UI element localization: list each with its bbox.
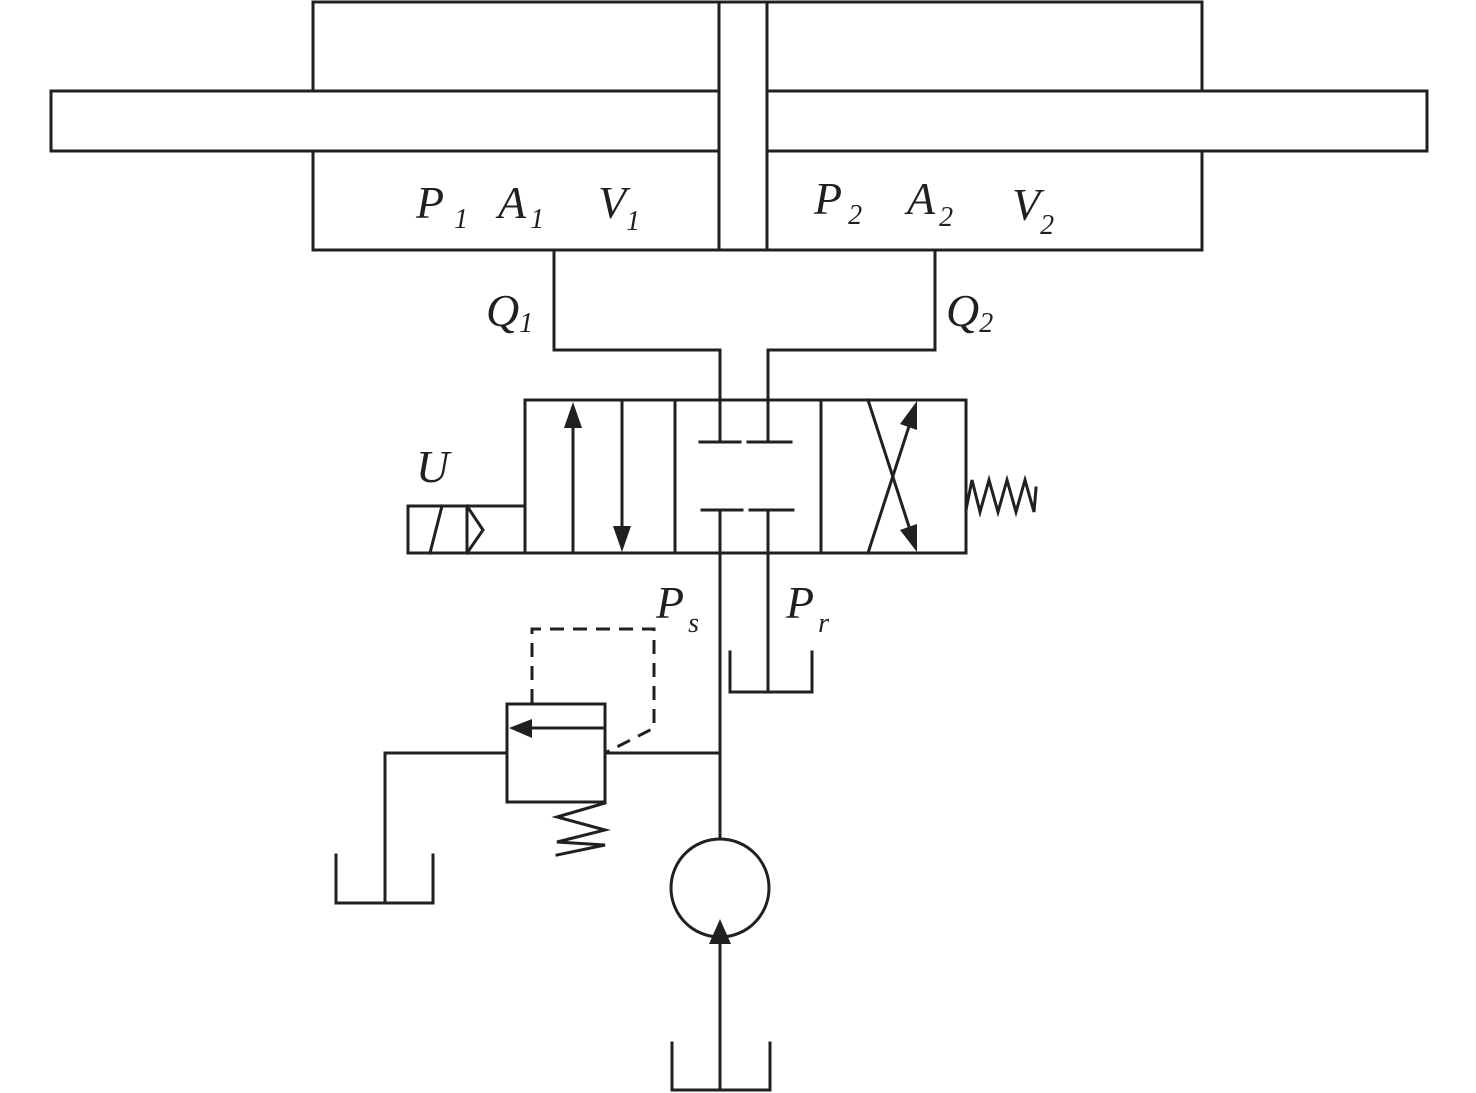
diagram-stroke: r xyxy=(818,608,829,639)
diagram-stroke: P xyxy=(415,177,444,228)
diagram-stroke: s xyxy=(688,608,699,639)
pump xyxy=(669,837,772,1092)
diagram-stroke: A xyxy=(495,177,527,228)
label-q1: Q1 xyxy=(486,285,533,339)
relief-spring-icon xyxy=(551,801,611,857)
arrow-up-icon xyxy=(564,402,582,428)
pump-arrow-icon xyxy=(709,919,731,944)
cross-arrow-up-icon xyxy=(900,401,917,430)
diagram-stroke xyxy=(51,91,1427,151)
rod-right-end xyxy=(1200,89,1429,153)
diagram-stroke: 2 xyxy=(979,308,993,339)
diagram-stroke: Q xyxy=(486,285,519,336)
diagram-stroke: 2 xyxy=(848,200,862,231)
rod-left-end xyxy=(49,89,315,153)
diagram-stroke: 1 xyxy=(626,206,640,237)
cross-arrow-down-icon xyxy=(900,524,917,552)
diagram-stroke: V xyxy=(598,177,631,228)
diagram-stroke xyxy=(383,751,509,905)
label-v2: V2 xyxy=(1012,179,1054,241)
arrow-down-icon xyxy=(613,526,631,552)
diagram-stroke: P xyxy=(813,173,842,224)
diagram-stroke: 1 xyxy=(454,204,468,235)
spring-icon xyxy=(964,474,1038,518)
diagram-stroke: Q xyxy=(946,285,979,336)
diagram-stroke: P xyxy=(655,577,684,628)
valve-body xyxy=(523,398,968,555)
relief-valve xyxy=(334,627,722,905)
label-q2: Q2 xyxy=(946,285,993,339)
label-u: U xyxy=(416,441,452,492)
label-v1: V1 xyxy=(598,177,640,237)
diagram-stroke: 2 xyxy=(939,202,953,233)
relief-tank-icon xyxy=(334,853,435,905)
pipe-q1 xyxy=(552,248,722,402)
diagram-stroke: V xyxy=(1012,179,1045,230)
diagram-stroke: 2 xyxy=(1040,210,1054,241)
diagram-stroke: 1 xyxy=(530,204,544,235)
return-tank-icon xyxy=(728,650,814,694)
hydraulic-cylinder xyxy=(49,0,1429,252)
diagram-stroke: P xyxy=(785,577,814,628)
servo-valve xyxy=(406,398,1038,556)
pipe-q2 xyxy=(766,248,937,402)
relief-arrow-icon xyxy=(509,719,532,738)
pump-tank-icon xyxy=(670,1041,772,1092)
diagram-stroke xyxy=(428,504,444,555)
diagram-stroke xyxy=(464,503,485,556)
pilot-line xyxy=(530,627,656,754)
diagram-stroke: A xyxy=(904,173,936,224)
relief-valve-body xyxy=(505,702,607,804)
diagram-stroke: 1 xyxy=(519,308,533,339)
diagram-stroke xyxy=(866,412,915,555)
diagram-stroke xyxy=(866,398,915,541)
